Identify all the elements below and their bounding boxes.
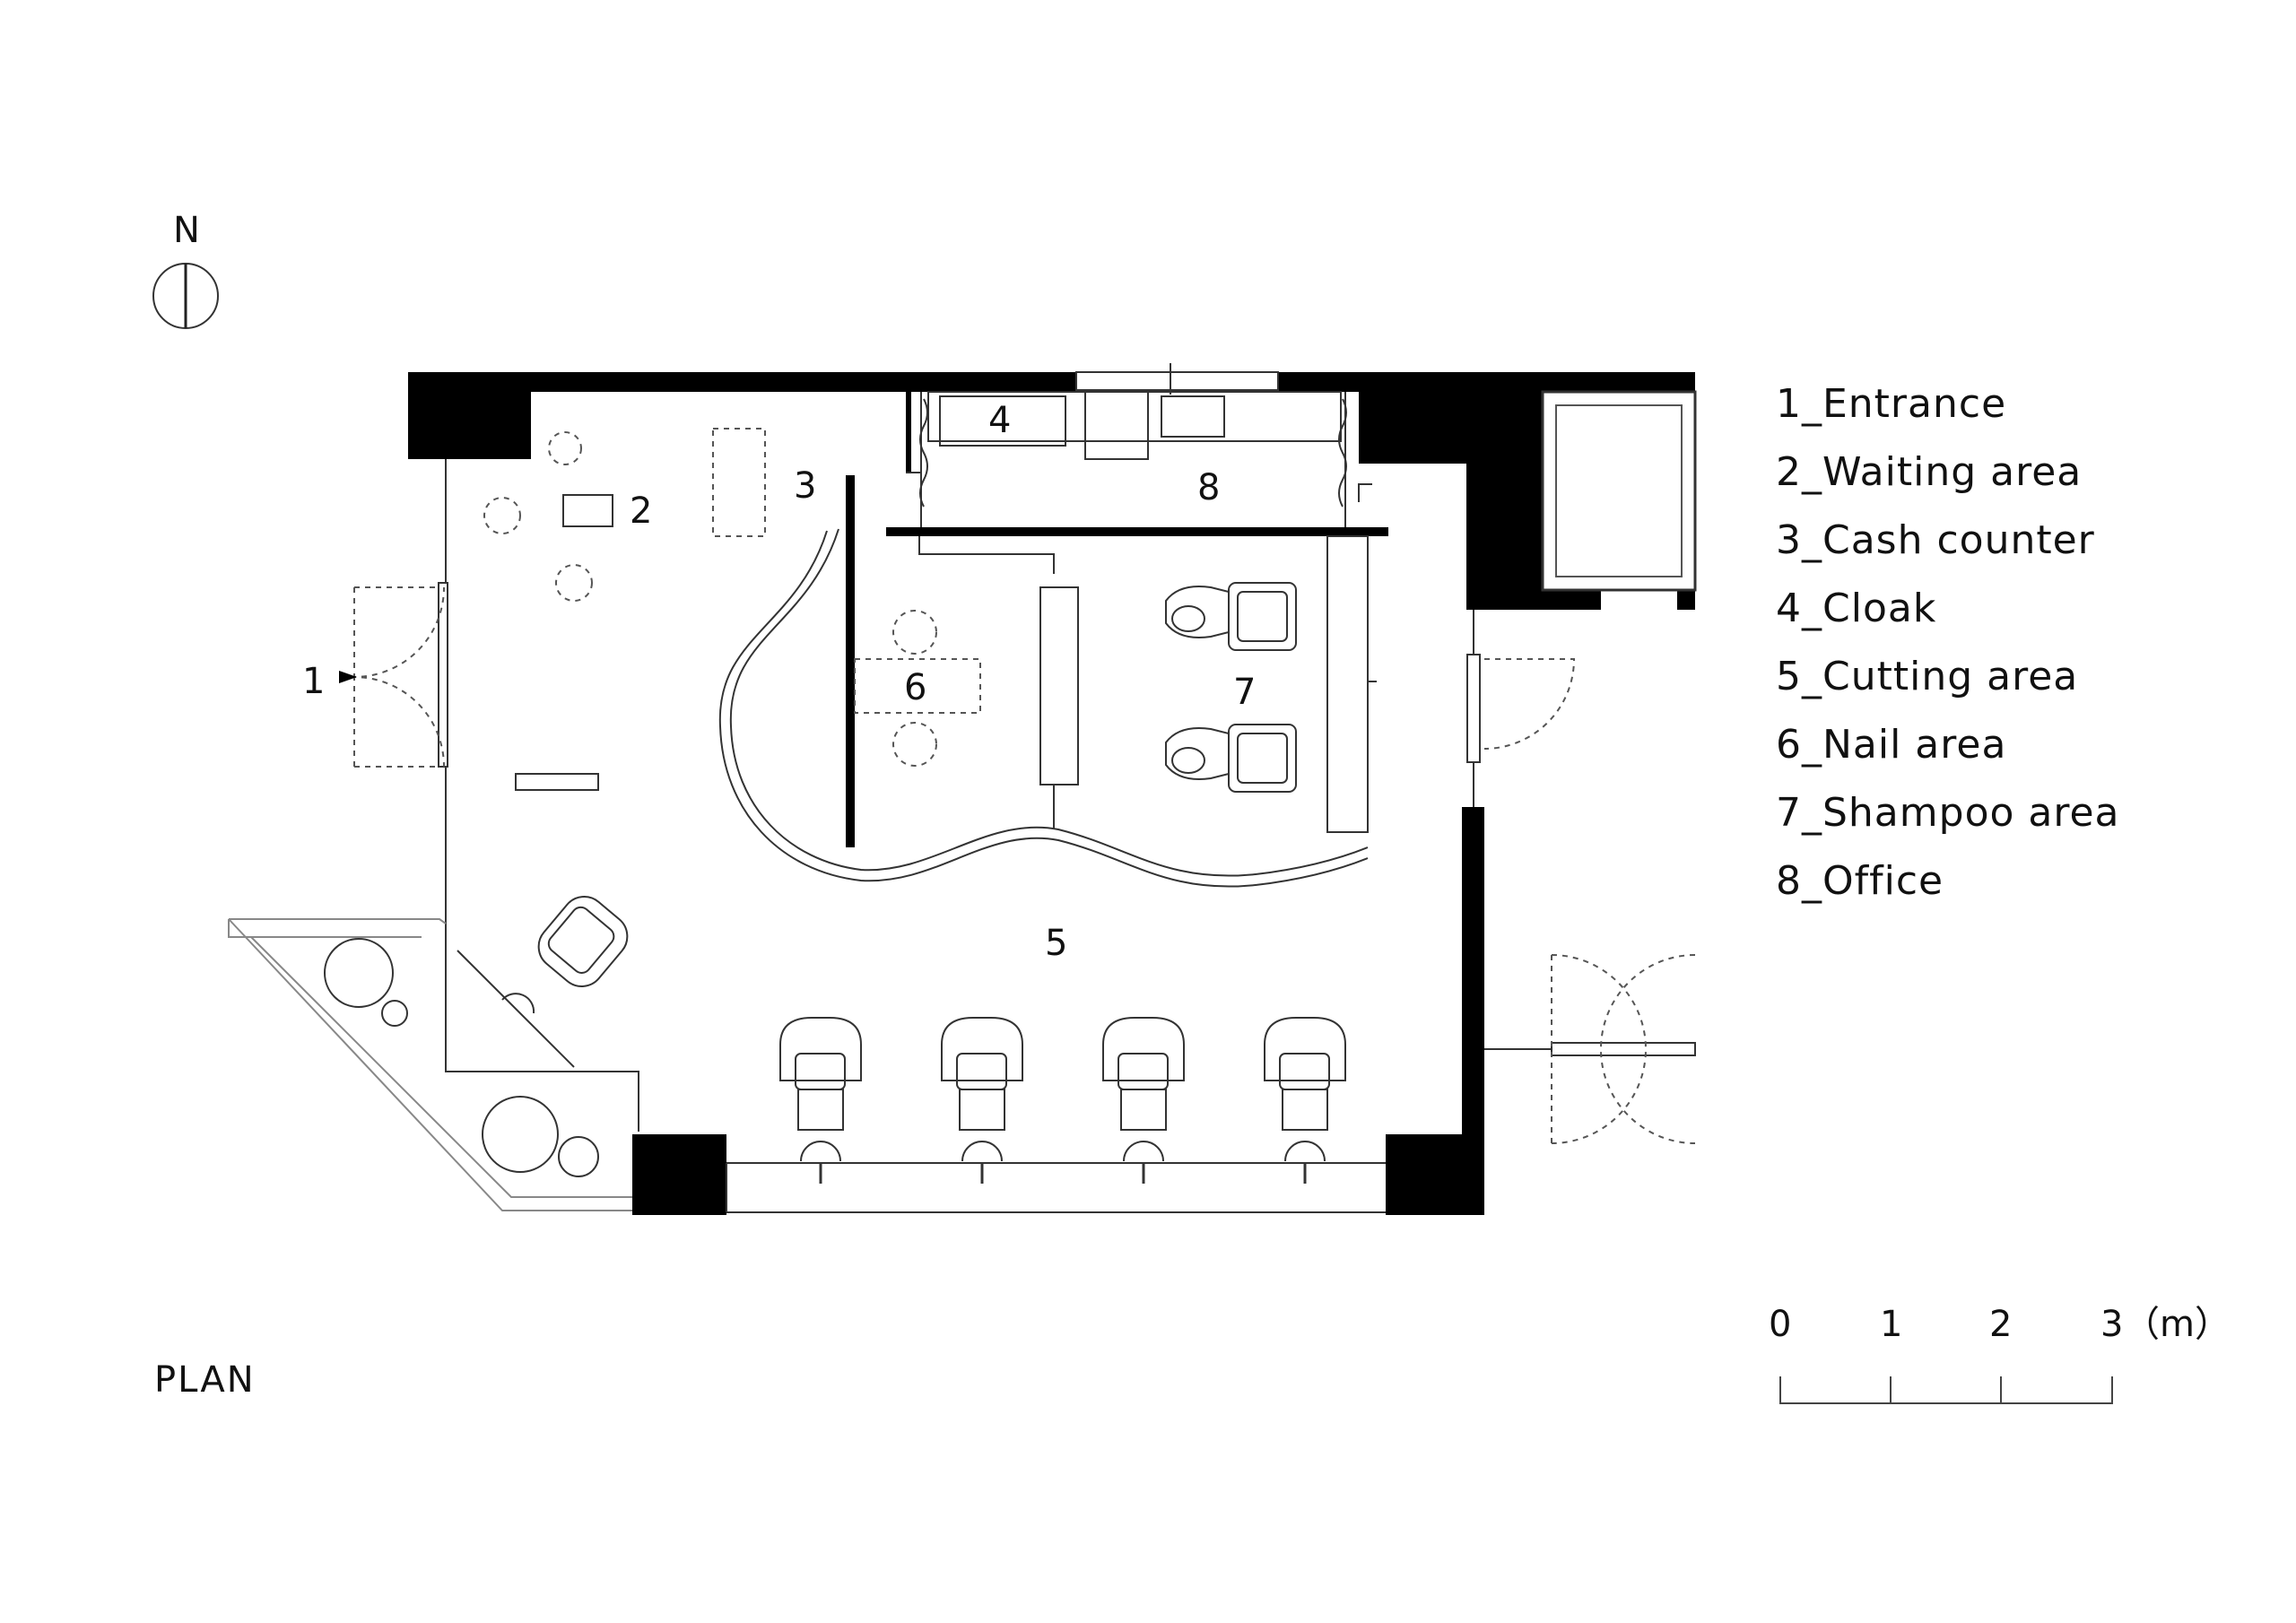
scale-tick-label: 2 — [1989, 1304, 2012, 1345]
styling-chair-icon — [779, 1017, 862, 1184]
shampoo-area — [918, 535, 1377, 833]
shampoo-chair-icon — [1165, 582, 1297, 651]
room-number-cloak: 4 — [988, 400, 1011, 441]
lounge-chair-icon — [457, 896, 629, 1068]
curved-partition — [718, 528, 1369, 888]
scale-tick-label: 0 — [1769, 1304, 1791, 1345]
room-number-entrance: 1 — [302, 661, 325, 702]
office-fixtures — [906, 391, 1372, 527]
room-number-office: 8 — [1197, 467, 1220, 508]
north-label: N — [173, 210, 200, 251]
legend-item: 1_Entrance — [1776, 381, 2006, 427]
room-number-nail: 6 — [904, 667, 926, 708]
styling-chair-icon — [1102, 1017, 1185, 1184]
side-door-icon — [1483, 658, 1696, 1144]
legend-item: 5_Cutting area — [1776, 654, 2078, 699]
room-number-shampoo: 7 — [1233, 672, 1256, 713]
legend-item: 4_Cloak — [1776, 586, 1936, 631]
scale-tick-label: 1 — [1880, 1304, 1902, 1345]
room-number-cutting: 5 — [1045, 923, 1067, 964]
north-arrow-icon: N — [152, 210, 219, 329]
scale-unit: （m） — [2124, 1304, 2231, 1345]
nail-area-furniture — [854, 610, 981, 767]
room-number-waiting: 2 — [630, 490, 652, 532]
waiting-area-furniture — [483, 428, 766, 791]
scale-bar: 0 1 2 3 （m） — [1769, 1304, 2231, 1404]
legend-item: 3_Cash counter — [1776, 517, 2095, 563]
legend-item: 7_Shampoo area — [1776, 790, 2120, 836]
legend-item: 2_Waiting area — [1776, 449, 2082, 495]
plan-title: PLAN — [154, 1359, 256, 1401]
shampoo-chair-icon — [1165, 724, 1297, 793]
walls — [408, 372, 1695, 1215]
room-number-cash: 3 — [794, 465, 816, 507]
legend: 1_Entrance 2_Waiting area 3_Cash counter… — [1776, 381, 2120, 904]
entrance-door-icon — [339, 586, 445, 768]
styling-chair-icon — [941, 1017, 1023, 1184]
styling-chair-icon — [1264, 1017, 1346, 1184]
plant-icon — [324, 938, 599, 1177]
legend-item: 6_Nail area — [1776, 722, 2006, 768]
scale-tick-label: 3 — [2100, 1304, 2123, 1345]
legend-item: 8_Office — [1776, 858, 1944, 904]
